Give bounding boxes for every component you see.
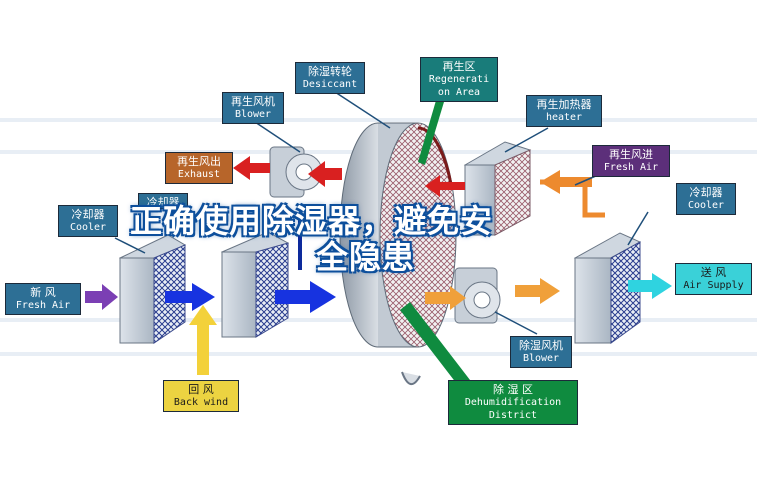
label-regeneration-area-zh: 再生区 [442, 60, 476, 73]
label-air-supply-en: Air Supply [683, 280, 744, 291]
label-regeneration-heater: 再生加热器 heater [526, 95, 602, 127]
label-back-wind-en: Back wind [173, 397, 229, 408]
label-regeneration-blower: 再生风机 Blower [222, 92, 284, 124]
label-regeneration-exhaust: 再生风出 Exhaust [165, 152, 233, 184]
arrow-wheel-to-blower-top [308, 161, 342, 187]
label-dehumidification-district-en2: District [488, 410, 538, 421]
arrow-regen-fresh-air [540, 170, 592, 194]
label-cooler-left: 冷却器 Cooler [58, 205, 118, 237]
label-regeneration-blower-en: Blower [234, 109, 272, 120]
banner-line-2: 全隐患 [316, 238, 416, 276]
arrow-to-wheel [275, 281, 336, 313]
arrow-wheel-to-blower [425, 286, 466, 310]
label-air-supply-zh: 送 风 [700, 266, 727, 279]
dehumidification-blower-unit [454, 267, 501, 324]
label-back-wind-zh: 回 风 [188, 383, 214, 396]
arrow-blower-to-cooler [515, 278, 560, 304]
label-dehumidification-district-zh: 除 湿 区 [493, 383, 533, 396]
label-air-supply: 送 风 Air Supply [675, 263, 752, 295]
arrow-air-supply [628, 273, 672, 299]
arrow-heater-to-wheel [425, 175, 465, 197]
arrow-fresh-air [85, 284, 118, 310]
arrow-back-wind [189, 305, 217, 375]
label-regeneration-fresh-air-en: Fresh Air [603, 162, 659, 173]
label-regeneration-heater-en: heater [545, 112, 583, 123]
cooler-left-unit [118, 234, 187, 344]
label-dehumidification-blower-zh: 除湿风机 [519, 339, 563, 352]
label-regeneration-heater-zh: 再生加热器 [536, 98, 592, 111]
label-dehumidification-blower: 除湿风机 Blower [510, 336, 572, 368]
label-back-wind: 回 风 Back wind [163, 380, 239, 412]
label-cooler-right-en: Cooler [687, 200, 725, 211]
label-regeneration-fresh-air: 再生风进 Fresh Air [592, 145, 670, 177]
label-regeneration-blower-zh: 再生风机 [231, 95, 275, 108]
label-desiccant-zh: 除湿转轮 [308, 65, 352, 78]
label-regeneration-fresh-air-zh: 再生风进 [609, 148, 653, 161]
label-dehumidification-blower-en: Blower [522, 353, 560, 364]
article-title-banner: 正确使用除湿器，避免安 全隐患 [130, 203, 650, 275]
label-dehumidification-district-en1: Dehumidification [464, 397, 562, 408]
label-fresh-air-zh: 新 风 [30, 286, 56, 299]
cooler-second-unit [220, 231, 290, 338]
label-regeneration-area: 再生区 Regenerati on Area [420, 57, 498, 102]
label-desiccant-en: Desiccant [302, 79, 358, 90]
label-cooler-second: 冷却器 [138, 193, 188, 209]
background-stripe [0, 352, 757, 356]
arrow-exhaust [233, 156, 270, 180]
label-dehumidification-district: 除 湿 区 Dehumidification District [448, 380, 578, 425]
label-regeneration-exhaust-en: Exhaust [177, 169, 221, 180]
label-cooler-second-zh: 冷却器 [146, 196, 180, 209]
cooler-right-unit [573, 232, 642, 344]
label-cooler-left-en: Cooler [69, 222, 107, 233]
label-cooler-left-zh: 冷却器 [71, 208, 105, 221]
label-desiccant: 除湿转轮 Desiccant [295, 62, 365, 94]
regeneration-heater-unit [463, 141, 532, 236]
banner-line-1: 正确使用除湿器，避免安 [130, 202, 494, 240]
label-cooler-right: 冷却器 Cooler [676, 183, 736, 215]
label-regeneration-exhaust-zh: 再生风出 [177, 155, 221, 168]
desiccant-wheel [339, 122, 457, 385]
label-regeneration-area-en2: on Area [437, 87, 481, 98]
label-fresh-air: 新 风 Fresh Air [5, 283, 81, 315]
label-fresh-air-en: Fresh Air [15, 300, 71, 311]
label-cooler-right-zh: 冷却器 [689, 186, 723, 199]
label-regeneration-area-en1: Regenerati [428, 74, 490, 85]
dehumidification-district-pointer [400, 302, 470, 388]
arrow-cooler-to-cooler [165, 283, 215, 311]
